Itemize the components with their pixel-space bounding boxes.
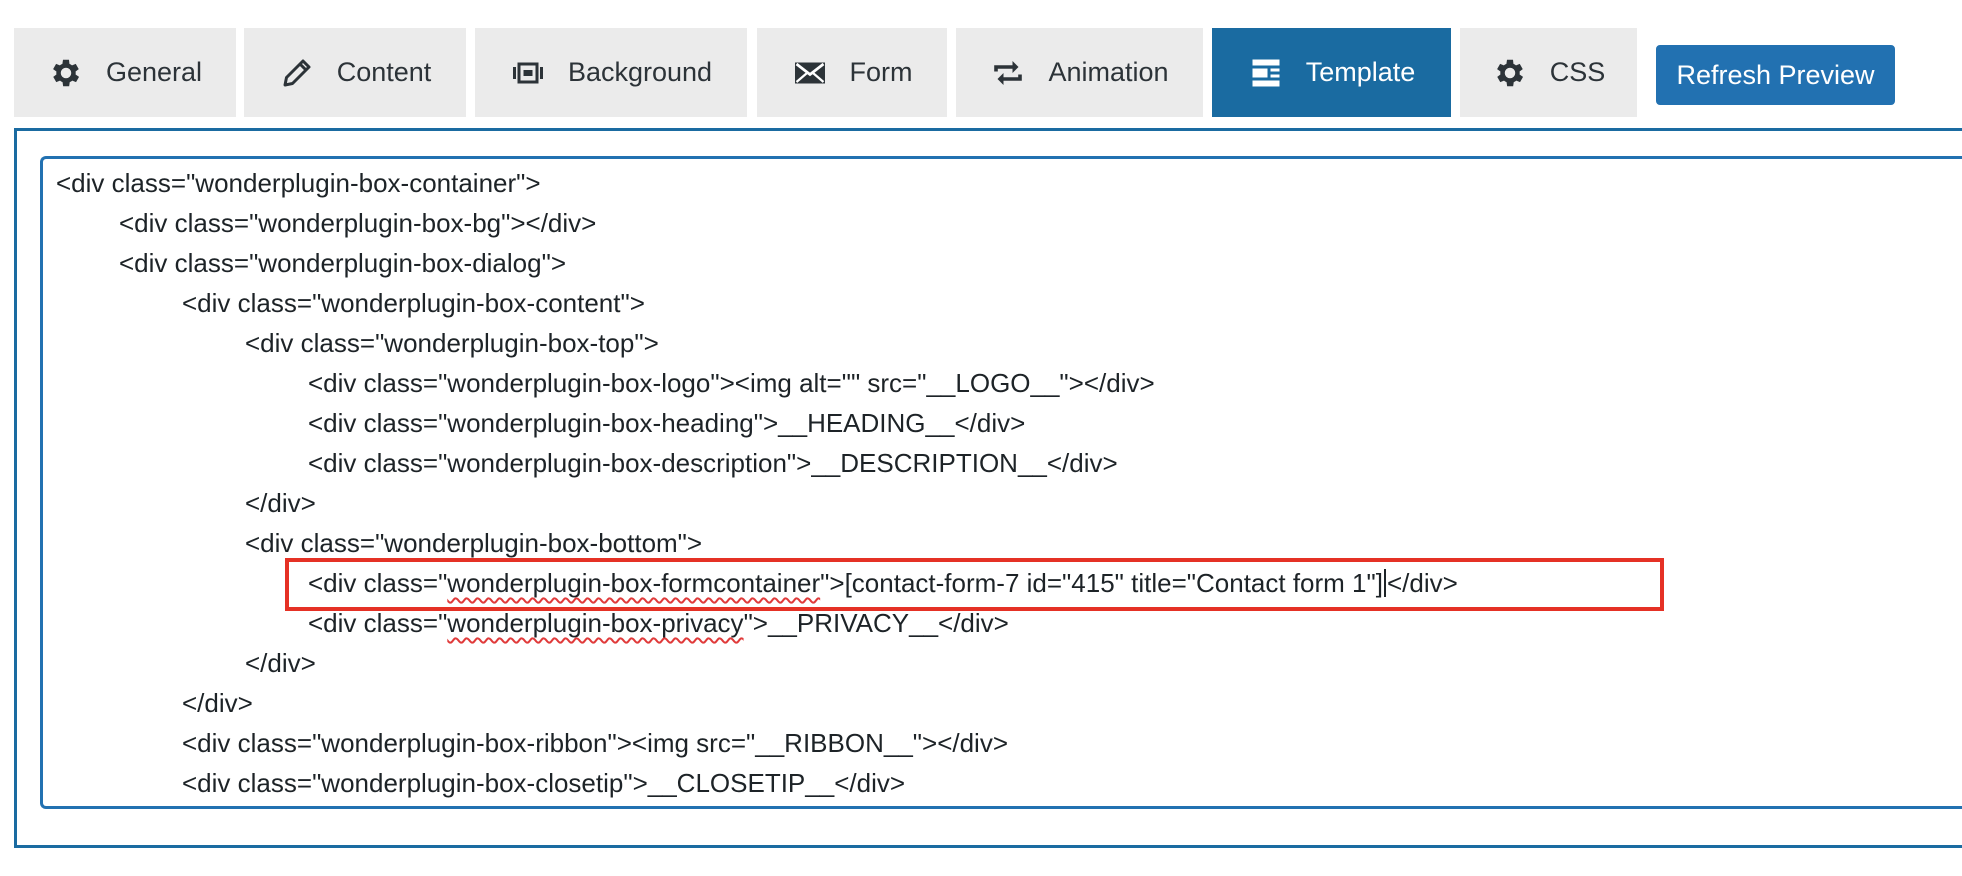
code-line-privacy: <div class="wonderplugin-box-privacy">__… — [308, 607, 1009, 639]
repeat-icon — [990, 55, 1026, 91]
tab-label: Animation — [1048, 57, 1169, 87]
code-text: <div class=" — [308, 568, 448, 598]
pencil-icon — [279, 55, 315, 91]
spellcheck-flag: wonderplugin-box-formcontainer — [447, 568, 821, 598]
code-line: <div class="wonderplugin-box-closetip">_… — [182, 768, 906, 798]
tab-content[interactable]: Content — [244, 28, 466, 117]
code-line: <div class="wonderplugin-box-content"> — [182, 288, 645, 318]
code-line: <div class="wonderplugin-box-container"> — [56, 168, 541, 198]
tab-background[interactable]: Background — [475, 28, 747, 117]
code-line: <div class="wonderplugin-box-ribbon"><im… — [182, 728, 1009, 758]
tab-label: General — [105, 57, 203, 87]
code-line: <div class="wonderplugin-box-description… — [308, 448, 1118, 478]
tab-label: Content — [336, 57, 432, 87]
code-line: </div> — [245, 648, 316, 678]
tab-form[interactable]: Form — [757, 28, 947, 117]
code-line: </div> — [182, 688, 253, 718]
code-text: </div> — [1386, 568, 1458, 598]
tab-template[interactable]: Template — [1212, 28, 1451, 117]
code-text: <div class=" — [308, 608, 448, 638]
code-text: ">__PRIVACY__</div> — [743, 608, 1009, 638]
code-line: <div class="wonderplugin-box-bg"></div> — [119, 208, 597, 238]
refresh-preview-button[interactable]: Refresh Preview — [1656, 45, 1895, 105]
code-line: <div class="wonderplugin-box-dialog"> — [119, 248, 567, 278]
code-line: <div class="wonderplugin-box-bottom"> — [245, 528, 703, 558]
tab-label: Template — [1305, 57, 1416, 87]
template-panel — [14, 128, 1962, 848]
spellcheck-flag: wonderplugin-box-privacy — [447, 608, 744, 638]
gear-icon — [48, 55, 84, 91]
tab-label: CSS — [1549, 57, 1606, 87]
template-code-editor[interactable] — [40, 156, 1962, 809]
text-caret — [1383, 569, 1386, 597]
code-line: <div class="wonderplugin-box-logo"><img … — [308, 368, 1155, 398]
tab-bar: General Content Background Form Animatio… — [14, 28, 1962, 117]
tab-general[interactable]: General — [14, 28, 236, 117]
code-line-formcontainer: <div class="wonderplugin-box-formcontain… — [308, 567, 1458, 599]
layout-icon — [1248, 55, 1284, 91]
slides-icon — [510, 55, 546, 91]
tab-label: Form — [849, 57, 913, 87]
tab-animation[interactable]: Animation — [956, 28, 1203, 117]
tab-css[interactable]: CSS — [1460, 28, 1637, 117]
code-text: ">[contact-form-7 id="415" title="Contac… — [820, 568, 1383, 598]
code-line: <div class="wonderplugin-box-heading">__… — [308, 408, 1026, 438]
code-line: <div class="wonderplugin-box-top"> — [245, 328, 659, 358]
tab-label: Background — [567, 57, 713, 87]
gear-icon — [1492, 55, 1528, 91]
code-line: </div> — [245, 488, 316, 518]
envelope-icon — [792, 55, 828, 91]
